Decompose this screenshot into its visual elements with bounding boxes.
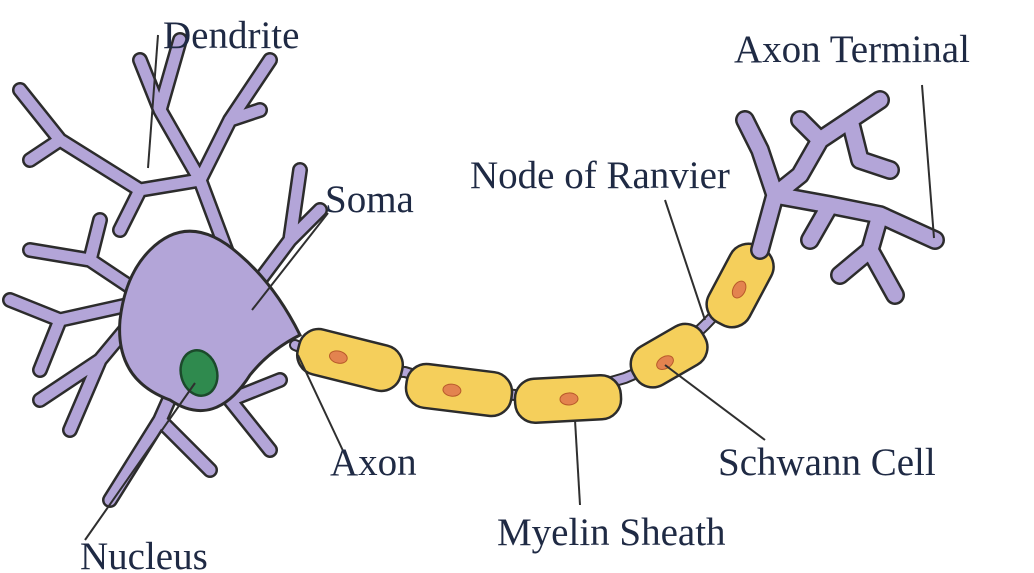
nucleus-label: Nucleus (80, 535, 208, 573)
myelin-sheath-label: Myelin Sheath (497, 511, 726, 554)
myelin-sheath-leader (575, 420, 580, 505)
schwann-cell-3 (514, 374, 622, 423)
neuron-body (10, 40, 320, 500)
axon-terminal-leader (922, 85, 934, 238)
axon-terminal-label: Axon Terminal (734, 28, 970, 71)
schwann-cell-label: Schwann Cell (718, 441, 936, 484)
schwann-cell-2 (404, 362, 515, 419)
schwann-cell-1 (293, 325, 407, 395)
nucleus-leader (85, 383, 195, 540)
node-of-ranvier-leader (665, 200, 705, 320)
schwann-cell-leader (665, 365, 765, 440)
dendrite-label: Dendrite (163, 14, 299, 57)
node-of-ranvier-label: Node of Ranvier (470, 154, 730, 197)
axon-label: Axon (330, 441, 417, 484)
soma-label: Soma (325, 178, 414, 221)
